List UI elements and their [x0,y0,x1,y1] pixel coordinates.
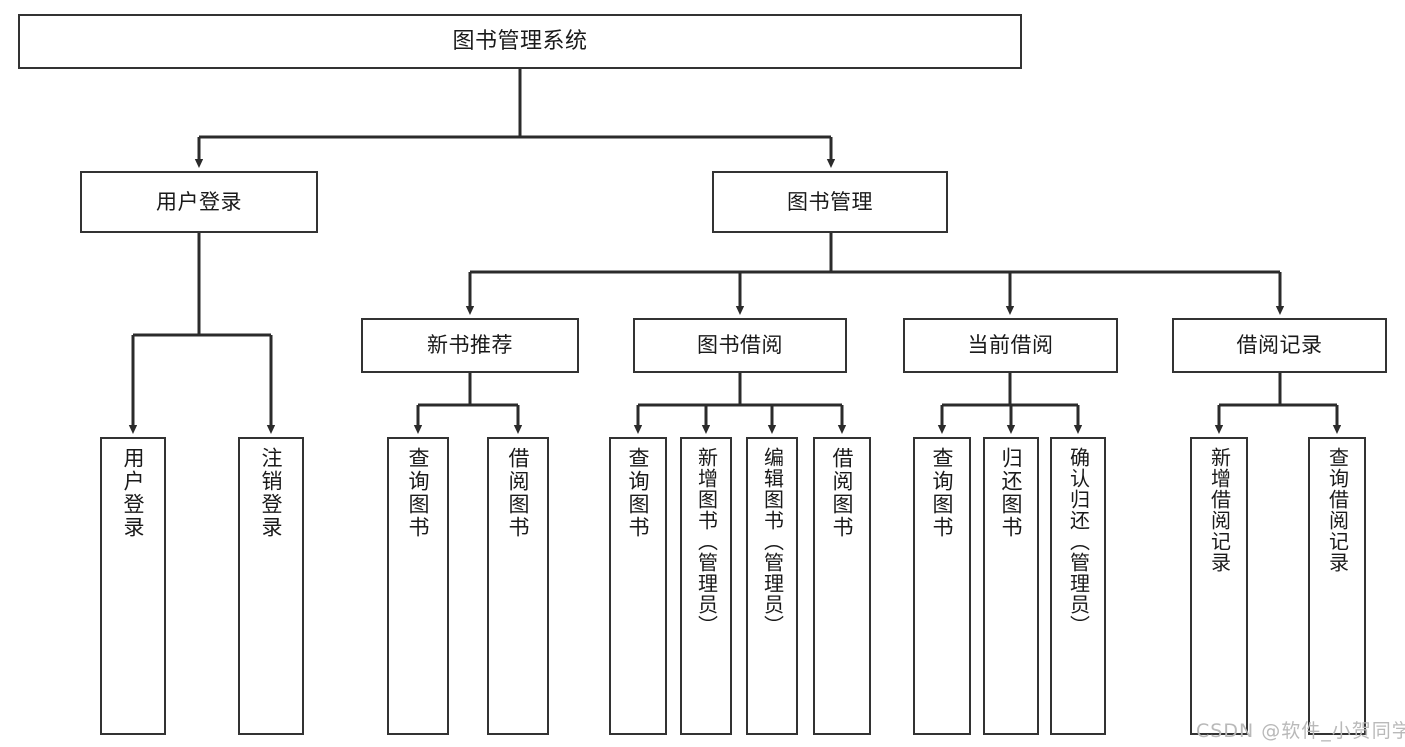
node-leaf-logout[interactable]: 注销登录 [238,437,304,735]
node-leaf-edit-book[interactable]: 编辑图书（管理员） [746,437,798,735]
node-label-leaf-query-book-1: 查询图书 [406,447,431,539]
node-borrow-record[interactable]: 借阅记录 [1172,318,1387,373]
node-user-login[interactable]: 用户登录 [80,171,318,233]
node-label-leaf-borrow-book-1: 借阅图书 [506,447,531,539]
node-label-book-manage: 图书管理 [787,189,873,214]
node-label-new-book-recommend: 新书推荐 [427,333,513,358]
node-label-leaf-confirm-return: 确认归还（管理员） [1066,447,1091,636]
node-leaf-return-book[interactable]: 归还图书 [983,437,1039,735]
node-label-root: 图书管理系统 [452,28,588,54]
node-root-system[interactable]: 图书管理系统 [18,14,1022,69]
node-leaf-query-book-2[interactable]: 查询图书 [609,437,667,735]
node-label-leaf-query-record: 查询借阅记录 [1325,447,1350,573]
node-book-borrow[interactable]: 图书借阅 [633,318,847,373]
node-label-leaf-query-book-2: 查询图书 [626,447,651,539]
node-label-leaf-user-login: 用户登录 [121,447,146,539]
node-label-user-login: 用户登录 [156,189,242,214]
node-label-leaf-add-record: 新增借阅记录 [1207,447,1232,573]
node-book-manage[interactable]: 图书管理 [712,171,948,233]
node-leaf-confirm-return[interactable]: 确认归还（管理员） [1050,437,1106,735]
node-label-leaf-query-book-3: 查询图书 [930,447,955,539]
node-label-leaf-borrow-book-2: 借阅图书 [830,447,855,539]
node-leaf-add-record[interactable]: 新增借阅记录 [1190,437,1248,735]
node-leaf-borrow-book-1[interactable]: 借阅图书 [487,437,549,735]
node-label-leaf-add-book: 新增图书（管理员） [694,447,719,636]
node-label-leaf-logout: 注销登录 [259,447,284,539]
node-leaf-query-book-3[interactable]: 查询图书 [913,437,971,735]
node-label-leaf-return-book: 归还图书 [999,447,1024,539]
node-new-book-recommend[interactable]: 新书推荐 [361,318,579,373]
csdn-watermark: CSDN @软件_小贺同学 [1196,720,1405,742]
node-leaf-user-login[interactable]: 用户登录 [100,437,166,735]
node-leaf-query-record[interactable]: 查询借阅记录 [1308,437,1366,735]
node-current-borrow[interactable]: 当前借阅 [903,318,1118,373]
node-leaf-add-book[interactable]: 新增图书（管理员） [680,437,732,735]
node-leaf-borrow-book-2[interactable]: 借阅图书 [813,437,871,735]
node-label-book-borrow: 图书借阅 [697,333,783,358]
node-leaf-query-book-1[interactable]: 查询图书 [387,437,449,735]
node-label-leaf-edit-book: 编辑图书（管理员） [760,447,785,636]
node-label-borrow-record: 借阅记录 [1236,333,1323,358]
node-label-current-borrow: 当前借阅 [967,333,1054,358]
